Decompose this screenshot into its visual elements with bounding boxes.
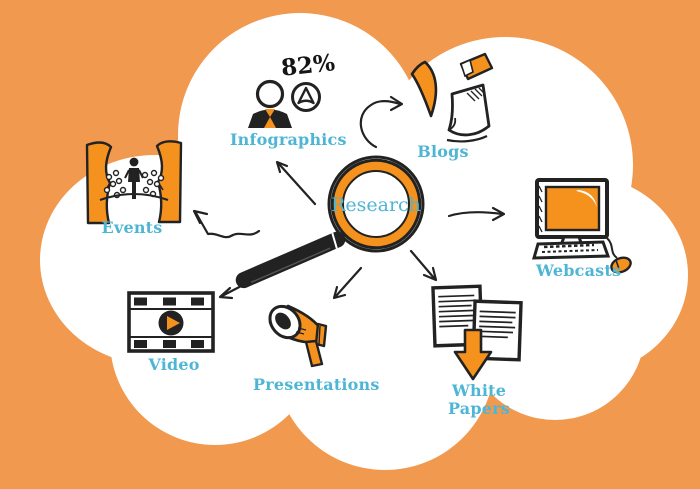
node-label-infographics: Infographics [230, 130, 347, 149]
pie-chart-circle [291, 82, 321, 112]
keyboard [531, 240, 611, 260]
node-label-blogs: Blogs [417, 142, 469, 161]
curved-paper [410, 60, 438, 118]
stage-curtains-icon [85, 140, 183, 225]
magnifier-handle [235, 231, 346, 289]
tie-bottom [264, 117, 276, 128]
node-label-webcasts: Webcasts [536, 261, 622, 280]
film-strip-play-icon [127, 291, 215, 353]
download-arrow [453, 328, 493, 381]
person-figure [248, 79, 292, 128]
lens-orange-ring [333, 161, 419, 247]
lens-glass [342, 170, 410, 238]
arrow-to-white-papers [409, 249, 438, 282]
arrow-to-webcasts [447, 206, 506, 222]
megaphone-handle [304, 339, 324, 368]
document-front [471, 299, 523, 362]
speaker-figure [124, 157, 144, 199]
desktop-computer-icon [531, 178, 632, 274]
play-button [158, 310, 184, 336]
arrow-to-events [192, 209, 261, 239]
node-label-video: Video [148, 355, 200, 374]
mouse [606, 237, 632, 274]
arrow-to-blogs [359, 95, 404, 149]
monitor [535, 178, 609, 239]
arrow-to-presentations [332, 266, 363, 300]
megaphone-icon [268, 304, 328, 368]
node-label-white-papers: White Papers [448, 381, 510, 418]
lens-outer-sketch-ring [327, 155, 425, 253]
audience-dots [103, 169, 165, 199]
person-pie-chart-icon [248, 79, 321, 128]
stage-edge [99, 193, 169, 201]
screen [544, 185, 601, 232]
node-label-events: Events [101, 218, 163, 237]
small-folded-paper [459, 52, 494, 81]
main-paper [447, 83, 491, 137]
documents-download-icon [431, 284, 523, 381]
left-curtain [85, 141, 113, 225]
research-label: Research [331, 194, 421, 216]
right-curtain [155, 140, 183, 224]
flying-papers-icon [410, 52, 494, 143]
film-sprocket-holes [134, 297, 204, 348]
arrow-to-infographics [275, 160, 317, 206]
tie-top [265, 109, 275, 117]
paper-shadow [446, 135, 488, 143]
node-label-presentations: Presentations [253, 375, 380, 394]
screen-glare [576, 190, 597, 207]
magnifying-glass-icon [235, 155, 425, 289]
